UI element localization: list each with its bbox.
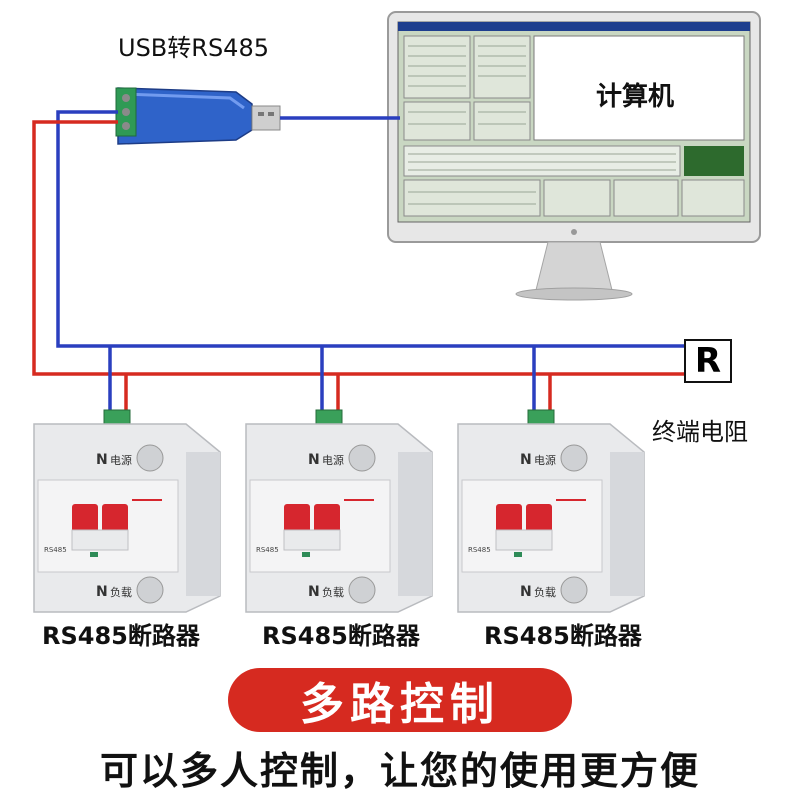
computer-monitor [387,11,761,301]
slogan-text: 可以多人控制，让您的使用更方便 [99,749,700,793]
breaker-bottom-mark: N [308,584,320,600]
terminator-resistor: R [684,339,732,383]
breaker-model-text: RS485 [44,546,67,554]
breaker-bottom-screw [136,576,164,604]
multi-control-banner: 多路控制 [228,668,572,732]
breaker-top-text: 电源 [110,453,132,467]
breaker-label-1: RS485断路器 [42,622,200,650]
breaker-bottom-mark: N [96,584,108,600]
breaker-bottom-text: 负载 [322,585,344,599]
computer-label: 计算机 [596,82,675,112]
breaker-top-text: 电源 [534,453,556,467]
breaker-model-text: RS485 [468,546,491,554]
usb-rs485-converter [115,87,281,145]
breaker-top-text: 电源 [322,453,344,467]
breaker-top-screw [136,444,164,472]
breaker-top-mark: N [308,452,320,468]
breaker-top-screw [560,444,588,472]
breaker-model-text: RS485 [256,546,279,554]
rs485-bus-wires [32,110,684,412]
breaker-top-mark: N [96,452,108,468]
breaker-label-3: RS485断路器 [484,622,642,650]
breaker-led [90,552,98,557]
breaker-label-2: RS485断路器 [262,622,420,650]
breaker-terminal [103,409,131,425]
breaker-led [302,552,310,557]
breaker-bottom-text: 负载 [110,585,132,599]
wire-blue-bus [56,110,684,348]
breaker-bottom-mark: N [520,584,532,600]
breaker-top-mark: N [520,452,532,468]
breaker-bottom-screw [348,576,376,604]
breaker-top-screw [348,444,376,472]
terminator-label: 终端电阻 [652,418,748,446]
breaker-led [514,552,522,557]
breaker-front-panel [461,479,603,573]
breaker-bottom-screw [560,576,588,604]
breaker-bottom-text: 负载 [534,585,556,599]
wire-red-bus [32,120,684,376]
breaker-terminal [527,409,555,425]
breaker-terminal [315,409,343,425]
usb-converter-label: USB转RS485 [118,34,269,62]
